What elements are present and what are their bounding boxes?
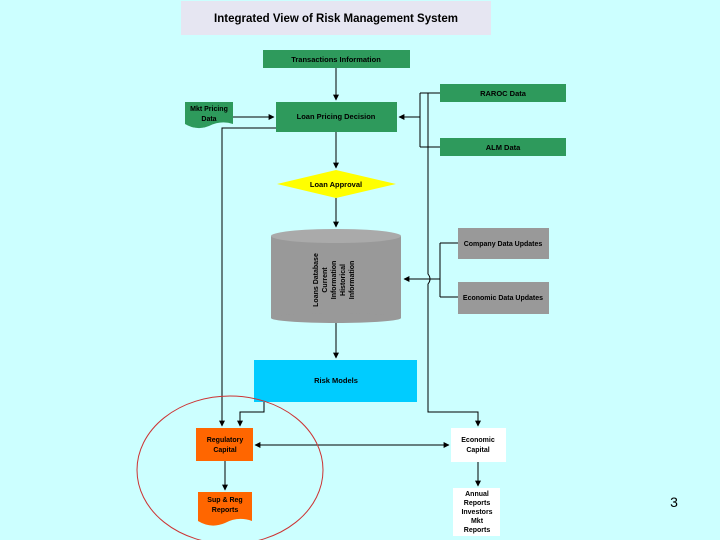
transactions-label: Transactions Information xyxy=(291,55,381,64)
risk-models-box xyxy=(254,360,417,402)
transactions-box xyxy=(263,50,410,68)
loans-db-label-3: Information xyxy=(331,261,338,300)
line-left-to-regulatory xyxy=(219,127,276,427)
regulatory-capital-label-1: Regulatory xyxy=(207,437,244,444)
economic-capital-box xyxy=(451,428,506,462)
economic-updates-label: Economic Data Updates xyxy=(463,295,543,302)
company-updates-box xyxy=(458,228,549,259)
annual-reports-doc xyxy=(453,488,500,536)
annual-reports-label-3: Investors xyxy=(461,509,492,516)
raroc-box xyxy=(440,84,566,102)
risk-models-label: Risk Models xyxy=(314,376,358,385)
loan-pricing-label: Loan Pricing Decision xyxy=(297,112,376,121)
loan-approval-label: Loan Approval xyxy=(310,180,362,189)
raroc-label: RAROC Data xyxy=(480,89,527,98)
sup-reg-reports-label-2: Reports xyxy=(212,507,239,514)
connectors xyxy=(219,68,481,491)
company-updates-label: Company Data Updates xyxy=(464,241,543,248)
annual-reports-label-2: Reports xyxy=(464,500,491,507)
loans-database-cylinder xyxy=(271,229,401,323)
regulatory-capital-box xyxy=(196,428,253,461)
loans-database-labels: Loans Database Current Information Histo… xyxy=(313,253,356,307)
line-right-to-economic xyxy=(427,93,481,427)
annual-reports-label-4: Mkt xyxy=(471,518,484,525)
economic-updates-box xyxy=(458,282,549,314)
alm-label: ALM Data xyxy=(486,143,521,152)
loan-approval-diamond xyxy=(277,170,396,198)
alm-box xyxy=(440,138,566,156)
annual-reports-label-1: Annual xyxy=(465,491,489,498)
loans-db-label-5: Information xyxy=(349,261,356,300)
economic-capital-label-1: Economic xyxy=(461,437,495,444)
title-box xyxy=(181,1,491,35)
sup-reg-reports-label-1: Sup & Reg xyxy=(207,497,242,504)
slide-number: 3 xyxy=(670,494,678,510)
annual-reports-label-5: Reports xyxy=(464,527,491,534)
mkt-pricing-doc xyxy=(185,102,233,129)
diagram-title: Integrated View of Risk Management Syste… xyxy=(214,13,458,25)
mkt-pricing-label-2: Data xyxy=(201,116,216,123)
loans-db-label-2: Current xyxy=(322,267,329,293)
sup-reg-reports-doc xyxy=(198,492,252,526)
economic-capital-label-2: Capital xyxy=(466,447,489,454)
loans-db-label-4: Historical xyxy=(340,264,347,296)
highlight-circle xyxy=(136,395,324,540)
mkt-pricing-label-1: Mkt Pricing xyxy=(190,106,228,113)
loan-pricing-box xyxy=(276,102,397,132)
regulatory-capital-label-2: Capital xyxy=(213,447,236,454)
loans-db-label-1: Loans Database xyxy=(313,253,320,307)
line-risk-to-regulatory xyxy=(237,402,265,427)
